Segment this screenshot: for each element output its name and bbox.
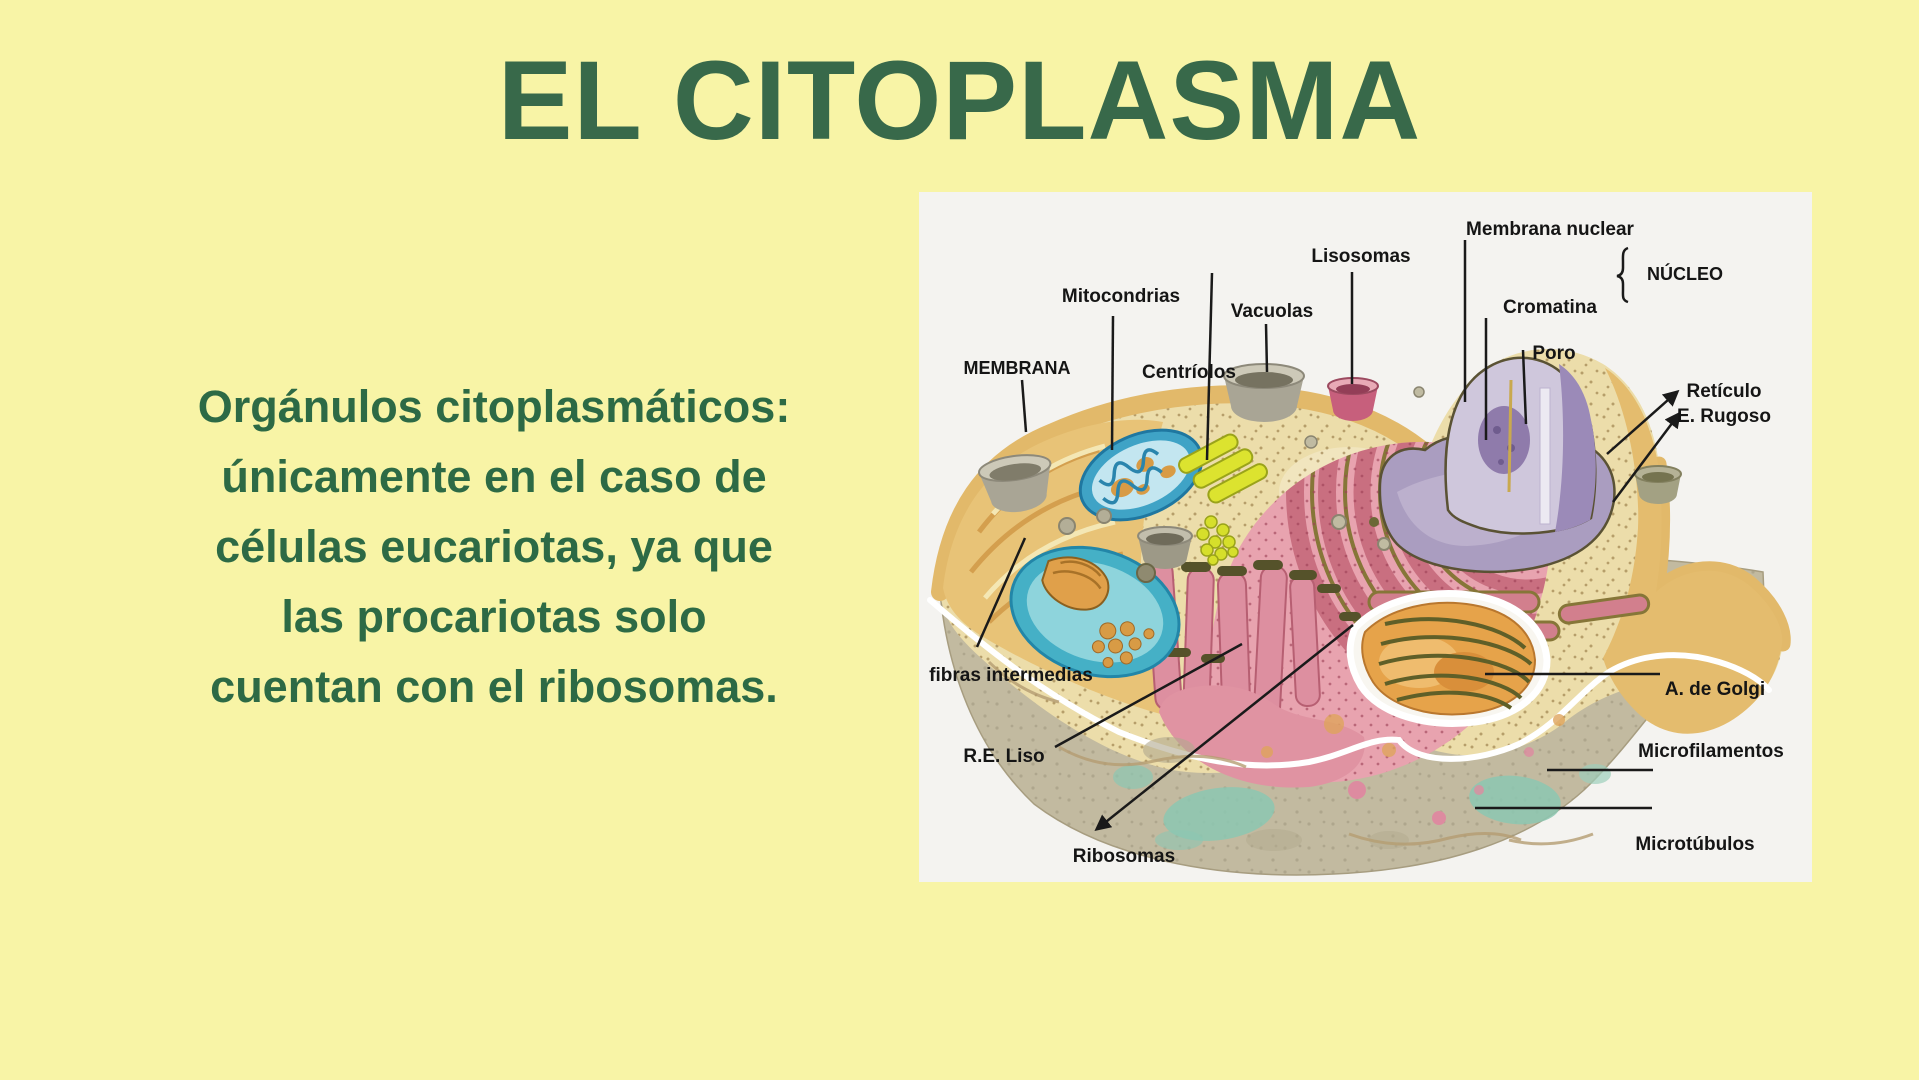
golgi-apparatus	[1346, 590, 1551, 727]
label-reticulo-2: E. Rugoso	[1677, 406, 1771, 427]
leader-membrana	[1020, 379, 1028, 433]
cut-membrane-line	[927, 597, 1772, 769]
vacuole-middle	[1137, 526, 1193, 569]
label-vacuolas: Vacuolas	[1231, 301, 1313, 322]
lysosome-cup	[1327, 377, 1379, 421]
nucleus	[1378, 356, 1616, 574]
vacuole-large	[1223, 363, 1305, 422]
paragraph-line: únicamente en el caso de	[221, 451, 767, 502]
label-reticulo-1: Retículo	[1687, 381, 1762, 402]
cell-diagram: MEMBRANA Mitocondrias Centríolos Vacuola…	[927, 219, 1791, 876]
label-nucleo: NÚCLEO	[1647, 263, 1723, 284]
cell-illustration	[927, 349, 1791, 876]
leader-centriolos	[1205, 272, 1214, 461]
mitochondrion-lower	[1009, 545, 1181, 679]
paragraph-line: cuentan con el ribosomas.	[210, 661, 778, 712]
cytoplasm-right	[1603, 368, 1783, 734]
label-fibras-intermedias: fibras intermedias	[929, 665, 1093, 686]
page-title: EL CITOPLASMA	[497, 38, 1422, 163]
label-microfilamentos: Microfilamentos	[1638, 741, 1784, 762]
mitochondrion-upper	[1078, 428, 1204, 522]
leader-fibras	[975, 537, 1027, 648]
label-centriolos: Centríolos	[1142, 362, 1236, 383]
label-cromatina: Cromatina	[1503, 297, 1597, 318]
label-membrana: MEMBRANA	[964, 358, 1071, 378]
paragraph-line: células eucariotas, ya que	[215, 521, 773, 572]
vesicles	[1058, 386, 1425, 583]
leader-reticulo-1	[1606, 389, 1680, 455]
leader-ribosomas	[1094, 624, 1354, 832]
label-ribosomas: Ribosomas	[1073, 846, 1175, 867]
paragraph-line: Orgánulos citoplasmáticos:	[197, 381, 791, 432]
cell-diagram-panel: MEMBRANA Mitocondrias Centríolos Vacuola…	[919, 192, 1812, 882]
leader-mitocondrias	[1110, 315, 1115, 451]
lower-inclusions	[987, 660, 1611, 851]
leader-vacuolas	[1264, 323, 1269, 373]
leader-poro	[1521, 349, 1528, 425]
leader-reticulo-2	[1612, 411, 1681, 503]
vacuole-right	[1634, 465, 1682, 504]
label-microtubulos: Microtúbulos	[1635, 834, 1754, 855]
nucleo-brace	[1616, 246, 1629, 304]
body-paragraph: Orgánulos citoplasmáticos: únicamente en…	[64, 372, 924, 722]
vacuole-left	[978, 454, 1052, 513]
leader-lines	[975, 240, 1681, 832]
label-membrana-nuclear: Membrana nuclear	[1466, 219, 1634, 240]
leader-re-liso	[1054, 642, 1243, 749]
paragraph-line: las procariotas solo	[281, 591, 707, 642]
label-poro: Poro	[1532, 343, 1575, 364]
label-lisosomas: Lisosomas	[1311, 246, 1410, 267]
label-a-de-golgi: A. de Golgi	[1665, 679, 1765, 700]
label-mitocondrias: Mitocondrias	[1062, 286, 1180, 307]
label-re-liso: R.E. Liso	[963, 746, 1044, 767]
diagram-labels: MEMBRANA Mitocondrias Centríolos Vacuola…	[929, 219, 1784, 867]
